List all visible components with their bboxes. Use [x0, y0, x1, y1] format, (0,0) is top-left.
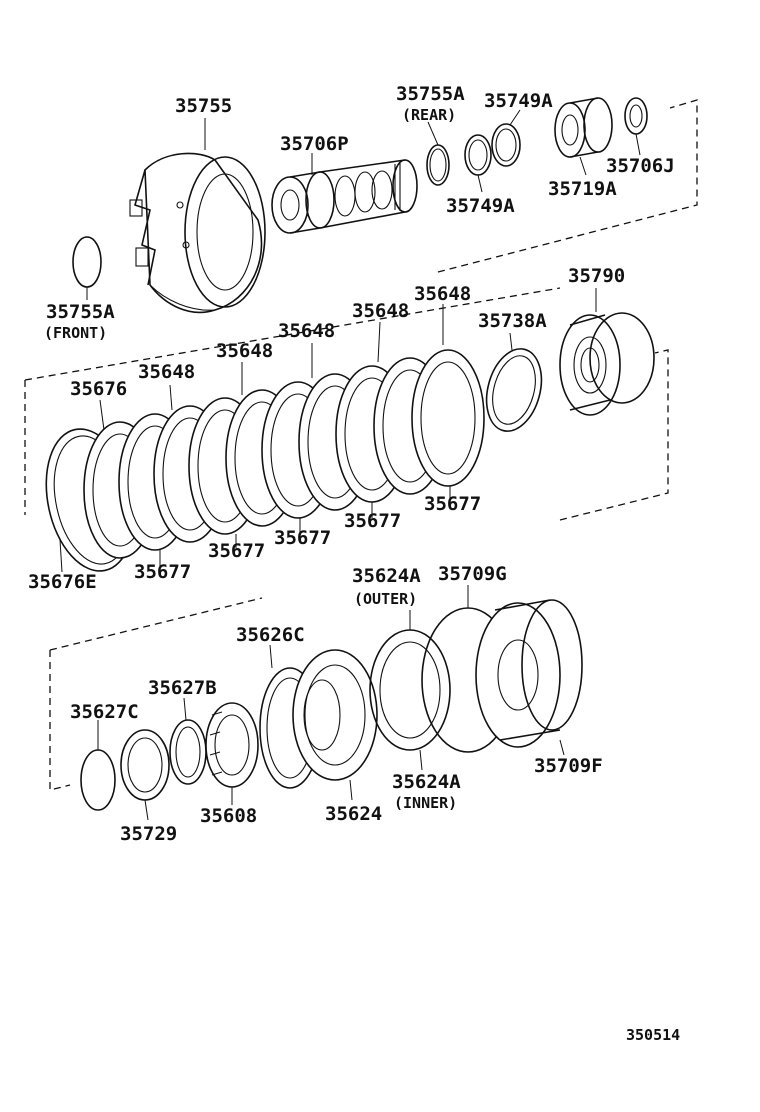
label-35709G: 35709G [438, 563, 507, 585]
part-35627B-ring [169, 719, 207, 785]
part-35729-plate [120, 729, 170, 801]
part-35709F-housing [475, 599, 583, 748]
label-35755A-rear-sub: (REAR) [402, 106, 456, 124]
part-35749A-rings [464, 123, 521, 176]
label-35624A-inner: 35624A [392, 771, 461, 793]
middle-leader-lines [59, 288, 597, 573]
label-35790: 35790 [568, 265, 625, 287]
top-leader-lines [86, 109, 641, 300]
label-35608: 35608 [200, 805, 257, 827]
part-35627C-snap-ring [80, 749, 116, 811]
label-35677-d: 35677 [208, 540, 265, 562]
part-35719A-bearing [554, 97, 613, 158]
label-35749A-bottom: 35749A [446, 195, 515, 217]
diagram-id: 350514 [626, 1026, 680, 1044]
label-35648-d: 35648 [216, 340, 273, 362]
part-35790-hub [559, 312, 655, 416]
label-35624A-outer-sub: (OUTER) [354, 590, 417, 608]
label-35677-a: 35677 [424, 493, 481, 515]
part-35624A-seals [369, 629, 451, 751]
part-35706P-shaft [271, 159, 418, 234]
label-35755A-rear: 35755A [396, 83, 465, 105]
clutch-discs [83, 349, 485, 559]
label-35624A-outer: 35624A [352, 565, 421, 587]
label-35627B: 35627B [148, 677, 217, 699]
label-35677-c: 35677 [274, 527, 331, 549]
label-35648-c: 35648 [278, 320, 335, 342]
label-35709F: 35709F [534, 755, 603, 777]
label-35648-e: 35648 [138, 361, 195, 383]
label-35626C: 35626C [236, 624, 305, 646]
label-35624A-inner-sub: (INNER) [394, 794, 457, 812]
label-35627C: 35627C [70, 701, 139, 723]
label-35749A-top: 35749A [484, 90, 553, 112]
bottom-leader-lines [97, 585, 565, 821]
label-35706J: 35706J [606, 155, 675, 177]
label-35729: 35729 [120, 823, 177, 845]
label-35648-b: 35648 [352, 300, 409, 322]
label-35624: 35624 [325, 803, 382, 825]
label-35719A: 35719A [548, 178, 617, 200]
part-labels: 35755 35706P 35755A (REAR) 35749A 35719A… [28, 83, 680, 1044]
part-35738A-ring [485, 348, 543, 432]
part-35755A-front-ring [72, 236, 102, 288]
label-35755: 35755 [175, 95, 232, 117]
part-35706J-bushing [624, 97, 648, 135]
label-35676E: 35676E [28, 571, 97, 593]
group-boundaries [24, 99, 698, 791]
label-35755A-front: 35755A [46, 301, 115, 323]
label-35677-e: 35677 [134, 561, 191, 583]
label-35648-a: 35648 [414, 283, 471, 305]
label-35677-b: 35677 [344, 510, 401, 532]
label-35738A: 35738A [478, 310, 547, 332]
label-35706P: 35706P [280, 133, 349, 155]
part-35755A-rear-ring [426, 144, 450, 186]
label-35676: 35676 [70, 378, 127, 400]
part-35755-drum [129, 152, 266, 314]
part-35624-piston [292, 649, 378, 781]
part-35608-spring-retainer [205, 702, 259, 788]
label-35755A-front-sub: (FRONT) [44, 324, 107, 342]
